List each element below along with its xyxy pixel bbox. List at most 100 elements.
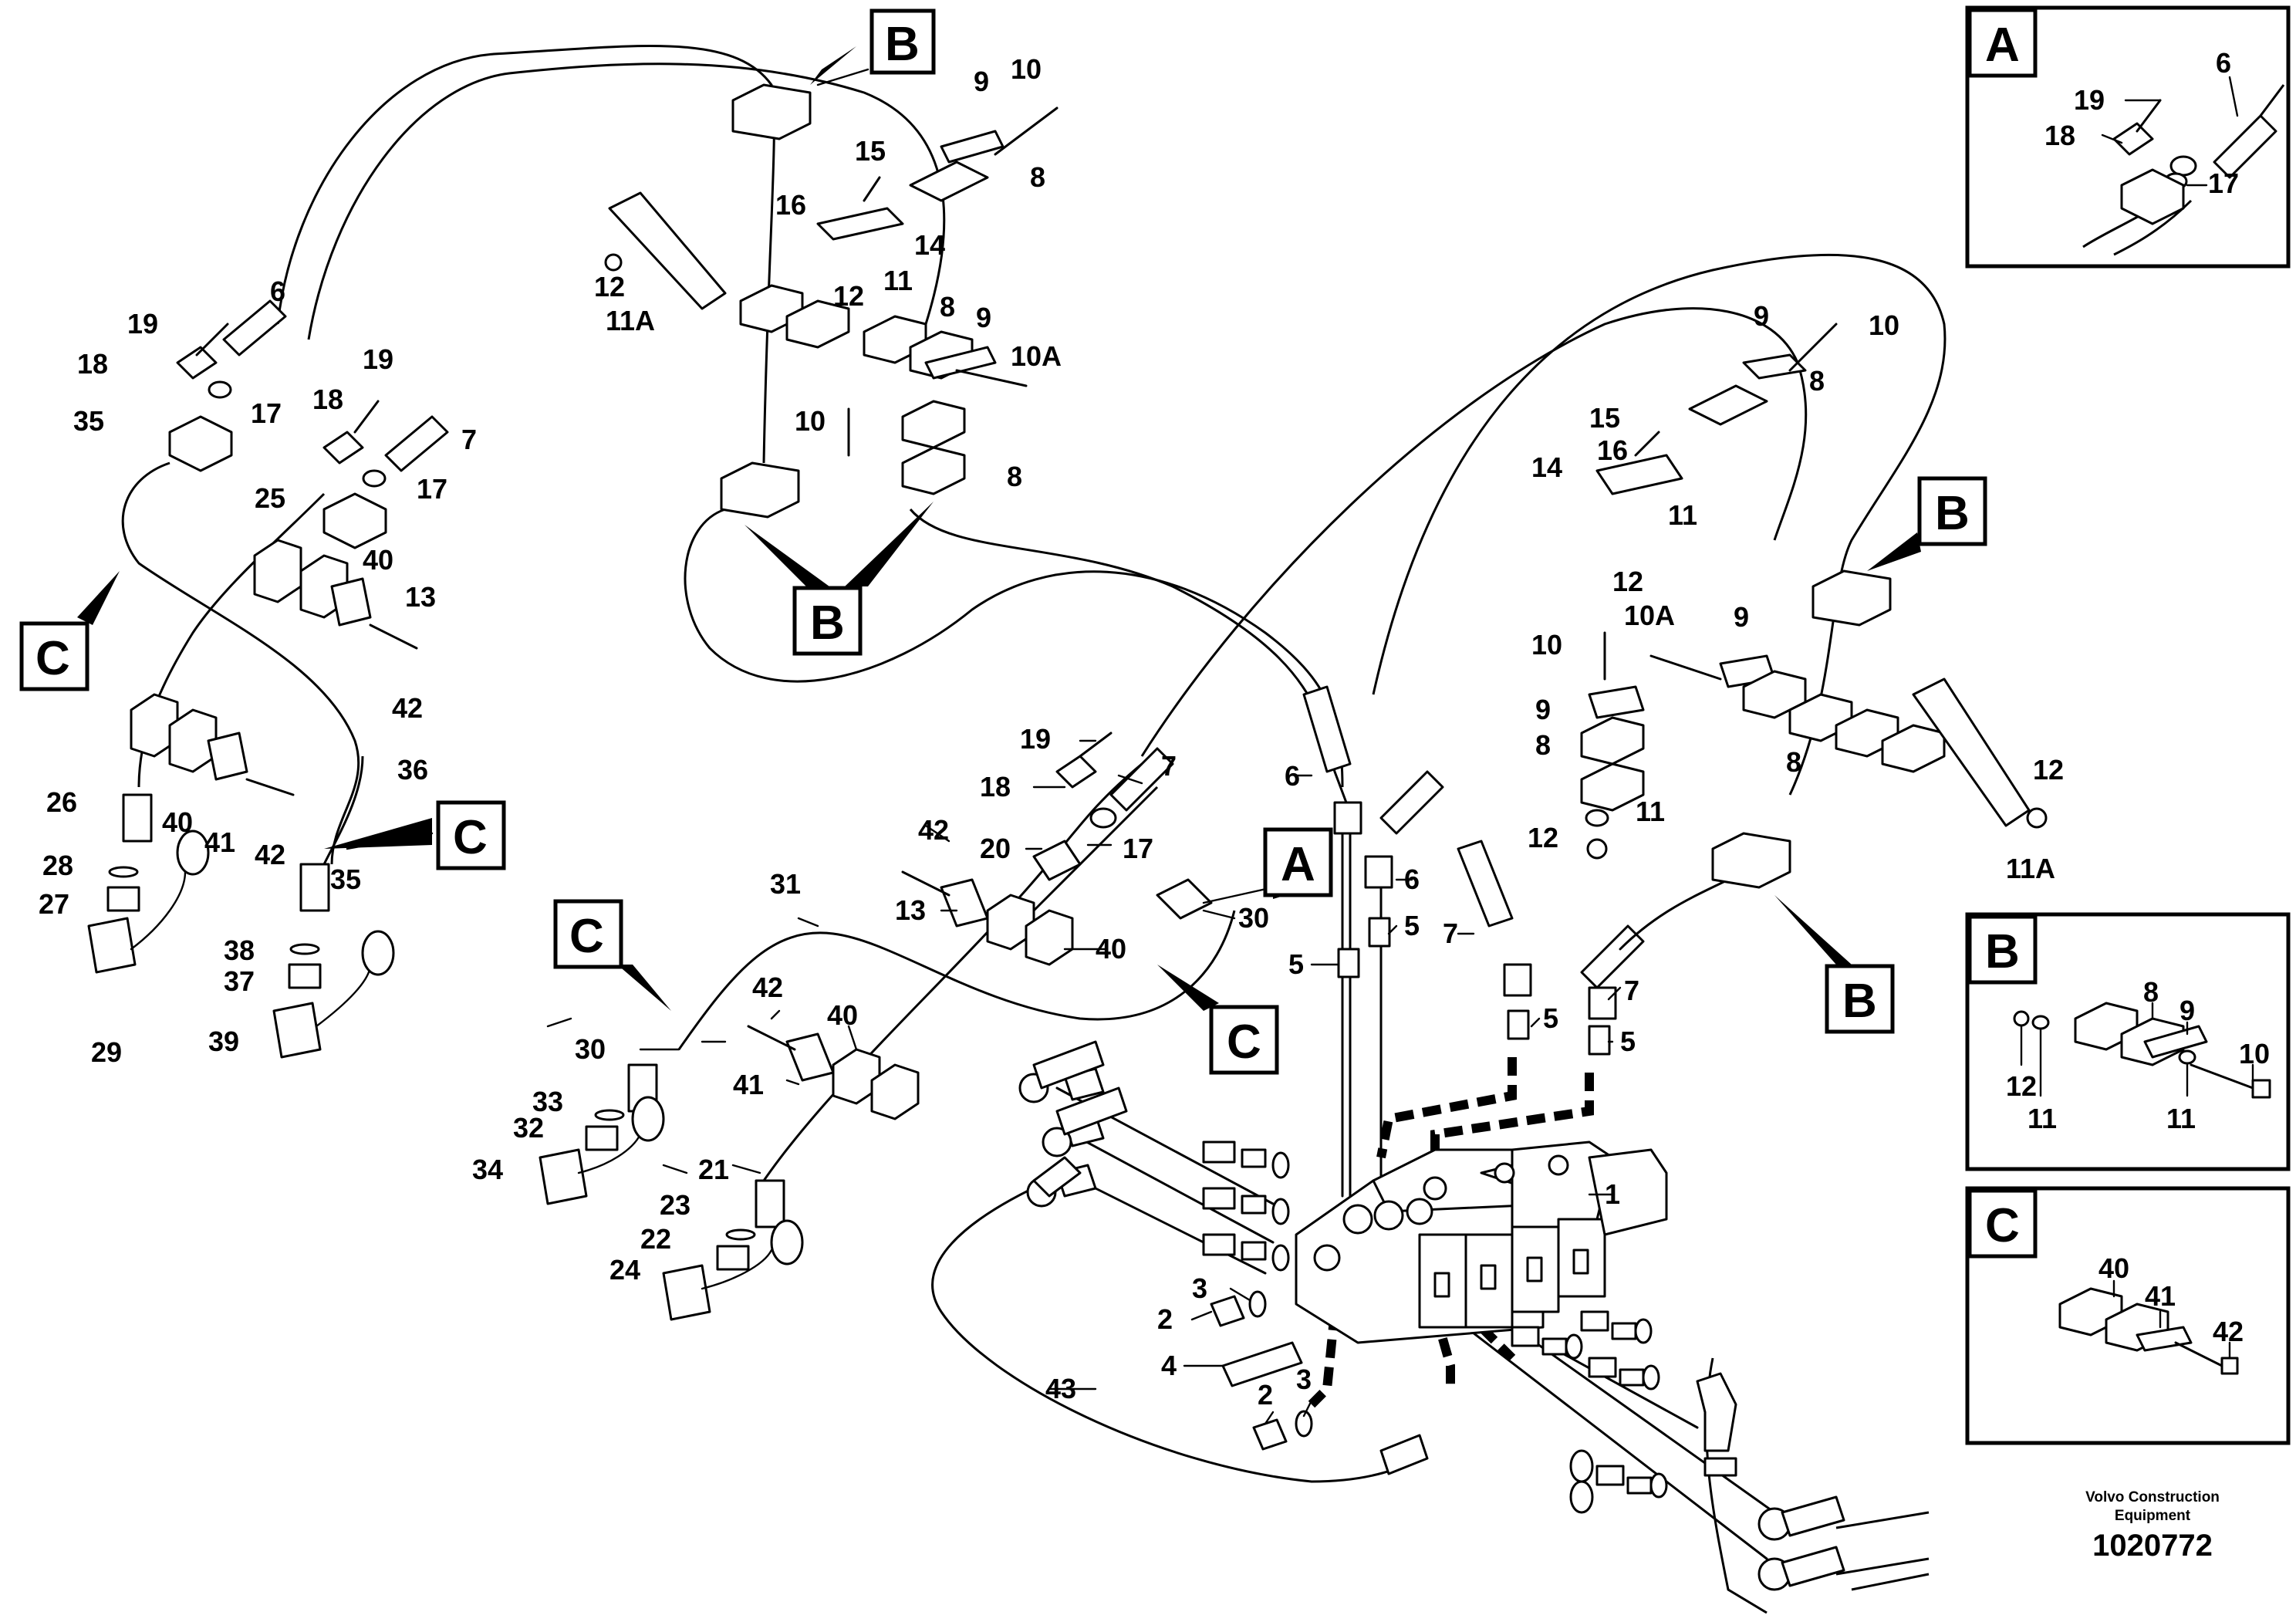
plate-9-ur <box>1742 353 1807 380</box>
adapter-lower-4 <box>1595 1465 1668 1499</box>
label-part-11-r: 11 <box>1636 796 1665 827</box>
sleeve-4 <box>1221 1341 1303 1387</box>
screw-19-left2 <box>353 400 380 434</box>
valve-port-3 <box>1406 1198 1433 1225</box>
plate-9-r2 <box>1588 685 1645 719</box>
clamp-left-40a <box>253 539 302 603</box>
label-part-2b: 2 <box>1258 1379 1273 1411</box>
clamp-b-ur <box>1811 569 1892 627</box>
callout-b-mid[interactable]: B <box>745 502 934 656</box>
hose-ferrule-1 <box>1032 1040 1105 1090</box>
panel-a-label-19: 19 <box>2074 84 2105 116</box>
detail-panel-c: C 40 41 42 <box>1965 1186 2291 1445</box>
callout-b-right-low-label: B <box>1842 975 1877 1028</box>
plate-13-center <box>940 878 989 928</box>
hose-36 <box>322 755 364 865</box>
hose-valve-lower-1 <box>1464 1326 1768 1560</box>
label-part-40-left: 40 <box>363 544 393 576</box>
hose-ferrule-2 <box>1055 1086 1128 1136</box>
callout-c-center[interactable]: C <box>1157 965 1279 1075</box>
label-part-11-ur: 11 <box>1668 499 1697 531</box>
bracket-r <box>1912 678 2031 827</box>
callout-b-right-low[interactable]: B <box>1774 895 1895 1034</box>
clamp-left-25 <box>322 492 387 549</box>
clamp-b-r-low <box>1711 832 1791 889</box>
valve-indicator-2 <box>1480 1264 1497 1290</box>
bolt-42-center <box>901 870 950 897</box>
label-part-7-left: 7 <box>1443 917 1458 949</box>
plate-41 <box>207 732 248 781</box>
adapter-27 <box>106 886 140 912</box>
callout-a-center[interactable]: A <box>1202 827 1333 904</box>
label-part-12-top-left: 12 <box>594 271 625 302</box>
plate-14-top <box>816 207 904 241</box>
callout-c-low-left[interactable]: C <box>553 899 671 1011</box>
washer-3-upper <box>1248 1290 1267 1318</box>
label-part-24: 24 <box>609 1254 640 1286</box>
label-part-26: 26 <box>46 786 77 818</box>
label-part-2: 2 <box>1157 1303 1173 1335</box>
label-part-18-left2: 18 <box>312 384 343 415</box>
label-part-3: 3 <box>1192 1272 1207 1304</box>
ferrule-7-left <box>384 415 449 472</box>
adapter-22 <box>716 1245 750 1271</box>
plate-9-mid <box>924 346 997 380</box>
callout-b-top[interactable]: B <box>810 8 936 86</box>
label-part-18-center: 18 <box>980 771 1011 803</box>
label-part-11A-top: 11A <box>606 305 655 336</box>
callout-c-left[interactable]: C <box>19 571 120 691</box>
label-part-27: 27 <box>39 888 69 920</box>
flange-18-center <box>1055 755 1097 789</box>
label-part-9-ur: 9 <box>1754 300 1769 332</box>
hose-valve-left-3 <box>1063 1171 1267 1275</box>
valve-port-4 <box>1313 1244 1341 1272</box>
nut-7-right <box>1588 986 1617 1020</box>
panel-b-label-10: 10 <box>2239 1038 2270 1070</box>
bolt-10A-r <box>1649 654 1722 681</box>
label-part-40-low: 40 <box>827 999 858 1031</box>
adapter-lower-1 <box>1511 1326 1583 1360</box>
hose-clamp-right <box>1703 1457 1737 1477</box>
label-part-8-r2: 8 <box>1786 746 1801 778</box>
valve-port-2 <box>1373 1200 1404 1231</box>
label-part-17-center: 17 <box>1123 833 1153 864</box>
hose-43-nut-bottom <box>1379 1434 1429 1475</box>
valve-indicator-1 <box>1433 1272 1450 1298</box>
part-number-labels: 1 2 3 4 2 3 43 6 5 6 5 7 5 7 5 19 7 18 1… <box>39 53 2064 1411</box>
adapter-32 <box>585 1125 619 1151</box>
label-part-6-left: 6 <box>270 275 285 307</box>
panel-b-label-11a: 11 <box>2028 1103 2057 1134</box>
callout-c-low-left-label: C <box>569 910 604 963</box>
label-part-10-ur: 10 <box>1869 309 1899 341</box>
label-part-15-top: 15 <box>855 135 886 167</box>
label-part-7-right: 7 <box>1624 975 1639 1006</box>
callout-b-top-label: B <box>885 18 920 71</box>
plug-2-upper <box>1210 1295 1245 1327</box>
bolt-10A-top <box>955 369 1028 387</box>
clamp-group-left <box>87 299 449 1059</box>
label-part-14-ur: 14 <box>1531 451 1562 483</box>
valve-port-6 <box>1494 1162 1515 1184</box>
clamp-8-mid-lower <box>901 446 966 495</box>
callout-c-mid-left[interactable]: C <box>324 800 506 870</box>
oring-17-left <box>208 380 232 399</box>
label-part-18-left: 18 <box>77 348 108 380</box>
clamp-8-mid <box>901 400 966 449</box>
label-part-35-left: 35 <box>73 405 104 437</box>
label-part-4: 4 <box>1161 1350 1177 1381</box>
dash-1 <box>1376 1057 1517 1159</box>
label-part-8-top: 8 <box>1030 161 1045 193</box>
oring-17-center <box>1089 807 1117 829</box>
plate-14-ur <box>1595 454 1683 495</box>
drawing-reference-number: 1020772 <box>2092 1529 2213 1563</box>
flange-18-left2 <box>322 431 364 465</box>
label-part-11-top: 11 <box>883 265 913 296</box>
callout-b-right-top[interactable]: B <box>1867 476 1987 571</box>
panel-b-label-12: 12 <box>2006 1070 2037 1102</box>
cap-ring-39 <box>361 930 395 976</box>
adapter-lower-3 <box>1588 1357 1660 1391</box>
label-part-12-r2: 12 <box>2033 754 2064 786</box>
label-part-28: 28 <box>42 850 73 881</box>
label-part-9-top: 9 <box>974 66 989 97</box>
callout-b-right-top-label: B <box>1935 487 1970 540</box>
